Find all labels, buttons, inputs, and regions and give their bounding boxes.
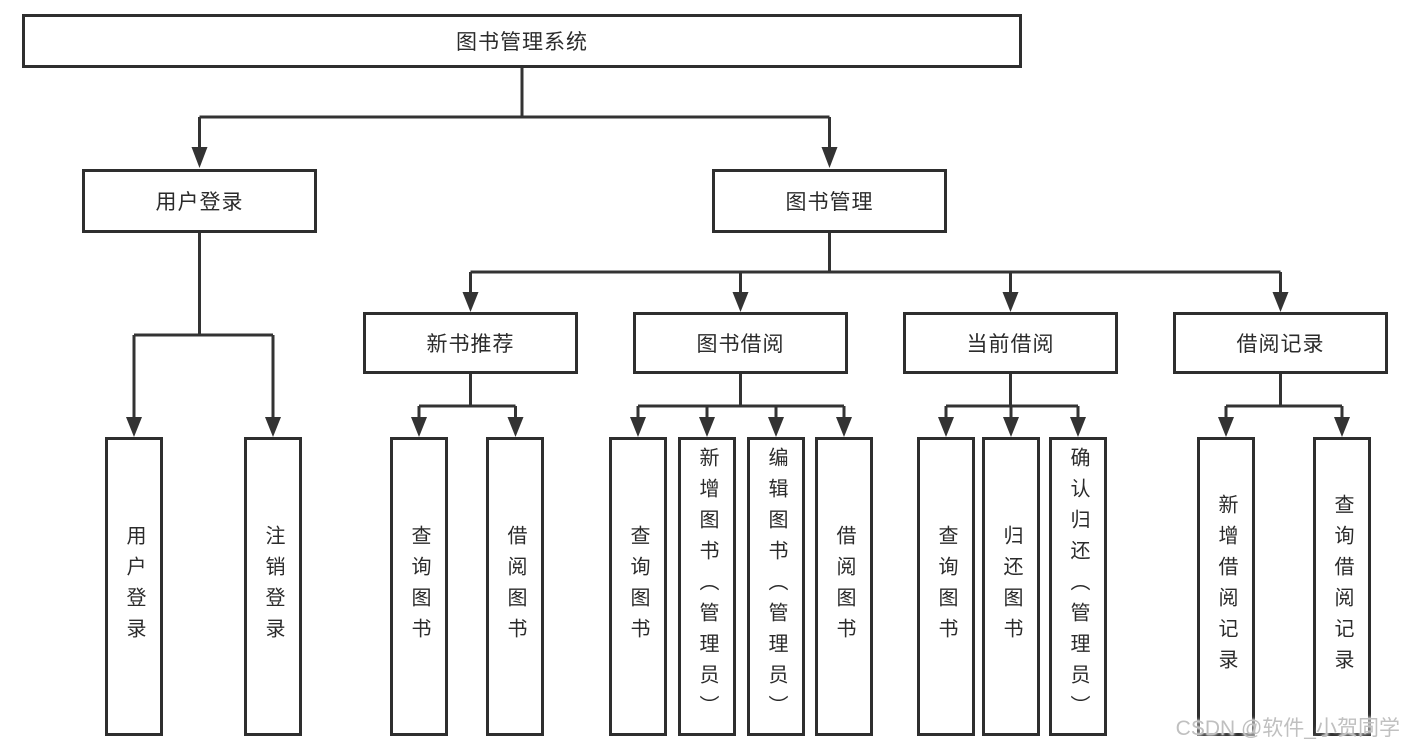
- node-label: 查询图书: [408, 524, 430, 649]
- arrow-down-icon: [938, 417, 954, 437]
- leaf-query-books-2: 查询图书: [609, 437, 667, 736]
- node-borrowing-records: 借阅记录: [1173, 312, 1388, 374]
- arrow-down-icon: [191, 147, 208, 168]
- node-label: 当前借阅: [966, 333, 1055, 356]
- node-label: 用户登录: [155, 191, 244, 214]
- node-label: 用户登录: [123, 524, 145, 649]
- node-label: 查询图书: [935, 524, 957, 649]
- leaf-add-borrow-record: 新增借阅记录: [1197, 437, 1255, 736]
- leaf-query-books-3: 查询图书: [917, 437, 975, 736]
- arrow-down-icon: [126, 417, 142, 437]
- node-book-management: 图书管理: [712, 169, 947, 233]
- leaf-return-books: 归还图书: [982, 437, 1040, 736]
- arrow-down-icon: [1002, 292, 1019, 312]
- node-label: 新增借阅记录: [1215, 493, 1237, 680]
- node-label: 编辑图书（管理员）: [765, 447, 787, 726]
- arrow-down-icon: [768, 417, 784, 437]
- arrow-down-icon: [1334, 417, 1350, 437]
- arrow-down-icon: [265, 417, 281, 437]
- arrow-down-icon: [1272, 292, 1289, 312]
- arrow-down-icon: [462, 292, 479, 312]
- leaf-edit-books-admin: 编辑图书（管理员）: [747, 437, 805, 736]
- node-label: 查询借阅记录: [1331, 493, 1353, 680]
- leaf-query-books-1: 查询图书: [390, 437, 448, 736]
- leaf-borrow-books-1: 借阅图书: [486, 437, 544, 736]
- arrow-down-icon: [1003, 417, 1019, 437]
- node-label: 新书推荐: [426, 333, 515, 356]
- node-label: 确认归还（管理员）: [1067, 447, 1089, 726]
- leaf-query-borrow-record: 查询借阅记录: [1313, 437, 1371, 736]
- arrow-down-icon: [732, 292, 749, 312]
- node-new-book-recommend: 新书推荐: [363, 312, 578, 374]
- node-label: 图书借阅: [696, 333, 785, 356]
- arrow-down-icon: [1218, 417, 1234, 437]
- node-current-borrowing: 当前借阅: [903, 312, 1118, 374]
- node-label: 借阅图书: [504, 524, 526, 649]
- leaf-add-books-admin: 新增图书（管理员）: [678, 437, 736, 736]
- connector-root-to-level2: [191, 68, 838, 168]
- arrow-down-icon: [699, 417, 715, 437]
- node-library-system: 图书管理系统: [22, 14, 1022, 68]
- leaf-logout: 注销登录: [244, 437, 302, 736]
- arrow-down-icon: [836, 417, 852, 437]
- node-label: 注销登录: [262, 524, 284, 649]
- node-label: 借阅图书: [833, 524, 855, 649]
- connector-user-login-to-leaves: [126, 233, 281, 437]
- arrow-down-icon: [821, 147, 838, 168]
- node-label: 图书管理系统: [456, 31, 588, 54]
- node-user-login: 用户登录: [82, 169, 317, 233]
- arrow-down-icon: [411, 417, 427, 437]
- node-label: 借阅记录: [1236, 333, 1325, 356]
- node-label: 图书管理: [785, 191, 874, 214]
- connector-current-borrow-to-leaves: [938, 374, 1086, 437]
- node-book-borrowing: 图书借阅: [633, 312, 848, 374]
- connector-new-books-to-leaves: [411, 374, 524, 437]
- arrow-down-icon: [1070, 417, 1086, 437]
- node-label: 新增图书（管理员）: [696, 447, 718, 726]
- leaf-borrow-books-2: 借阅图书: [815, 437, 873, 736]
- connector-book-borrow-to-leaves: [630, 374, 852, 437]
- leaf-user-login: 用户登录: [105, 437, 163, 736]
- node-label: 查询图书: [627, 524, 649, 649]
- node-label: 归还图书: [1000, 524, 1022, 649]
- arrow-down-icon: [507, 417, 524, 437]
- connector-book-mgmt-to-level3: [462, 233, 1289, 312]
- leaf-confirm-return-admin: 确认归还（管理员）: [1049, 437, 1107, 736]
- csdn-watermark: CSDN @软件_小贺同学: [1175, 717, 1400, 740]
- arrow-down-icon: [630, 417, 646, 437]
- connector-borrow-records-to-leaves: [1218, 374, 1350, 437]
